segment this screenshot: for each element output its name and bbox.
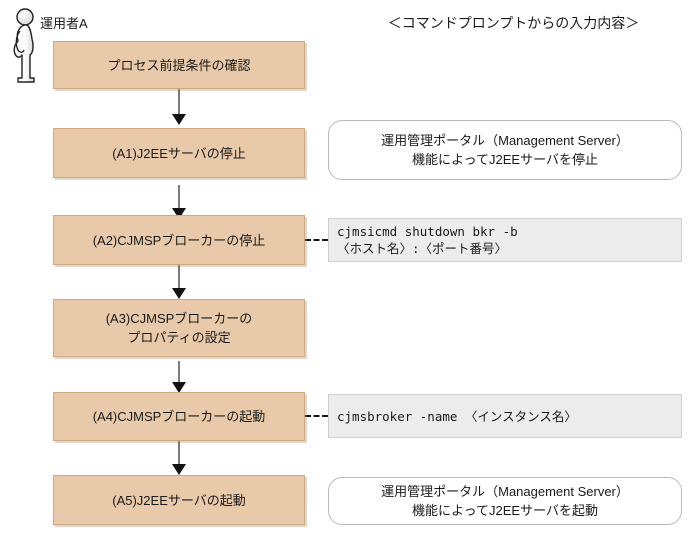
command-box-step-a4: cjmsbroker -name 〈インスタンス名〉	[328, 394, 682, 438]
note-line: 運用管理ポータル（Management Server）	[381, 484, 629, 499]
actor-label: 運用者A	[40, 16, 88, 31]
note-box-step-a5: 運用管理ポータル（Management Server） 機能によってJ2EEサー…	[328, 477, 682, 525]
process-box-label: プロセス前提条件の確認	[107, 57, 251, 73]
process-box-label: (A5)J2EEサーバの起動	[112, 492, 246, 508]
process-box-step-a4[interactable]: (A4)CJMSPブローカーの起動	[53, 392, 305, 441]
person-standing-icon	[6, 8, 48, 84]
arrow-head-a2	[172, 208, 186, 219]
command-column-header: ＜コマンドプロンプトからの入力内容＞	[387, 15, 640, 31]
process-box-step-a1[interactable]: (A1)J2EEサーバの停止	[53, 128, 305, 178]
note-line: 機能によってJ2EEサーバを停止	[412, 152, 598, 167]
connector-0-to-a1	[178, 89, 180, 117]
command-line: cjmsbroker -name 〈インスタンス名〉	[337, 408, 577, 424]
command-box-step-a2: cjmsicmd shutdown bkr -b 〈ホスト名〉:〈ポート番号〉	[328, 218, 682, 262]
note-box-step-a1: 運用管理ポータル（Management Server） 機能によってJ2EEサー…	[328, 120, 682, 180]
connector-a3-to-a4	[178, 361, 180, 387]
process-box-label: (A4)CJMSPブローカーの起動	[92, 409, 266, 424]
arrow-head-a1	[172, 114, 186, 125]
arrow-head-a3	[172, 288, 186, 299]
process-box-label: (A2)CJMSPブローカーの停止	[92, 232, 266, 248]
process-box-step-a5[interactable]: (A5)J2EEサーバの起動	[53, 475, 305, 525]
process-box-step-0[interactable]: プロセス前提条件の確認	[53, 41, 305, 89]
command-line: cjmsicmd shutdown bkr -b	[337, 224, 518, 239]
dashed-connector-a2	[305, 239, 328, 241]
process-box-label: (A3)CJMSPブローカーの プロパティの設定	[105, 311, 253, 345]
arrow-head-a4	[172, 382, 186, 393]
arrow-head-a5	[172, 464, 186, 475]
process-box-step-a2[interactable]: (A2)CJMSPブローカーの停止	[53, 215, 305, 265]
process-box-step-a3[interactable]: (A3)CJMSPブローカーの プロパティの設定	[53, 299, 305, 357]
connector-a1-to-a2	[178, 185, 180, 212]
dashed-connector-a4	[305, 415, 328, 417]
connector-a4-to-a5	[178, 441, 180, 469]
note-line: 機能によってJ2EEサーバを起動	[412, 503, 598, 518]
command-line: 〈ホスト名〉:〈ポート番号〉	[337, 241, 508, 256]
note-line: 運用管理ポータル（Management Server）	[381, 133, 629, 148]
connector-a2-to-a3	[178, 265, 180, 294]
process-box-label: (A1)J2EEサーバの停止	[112, 145, 246, 161]
